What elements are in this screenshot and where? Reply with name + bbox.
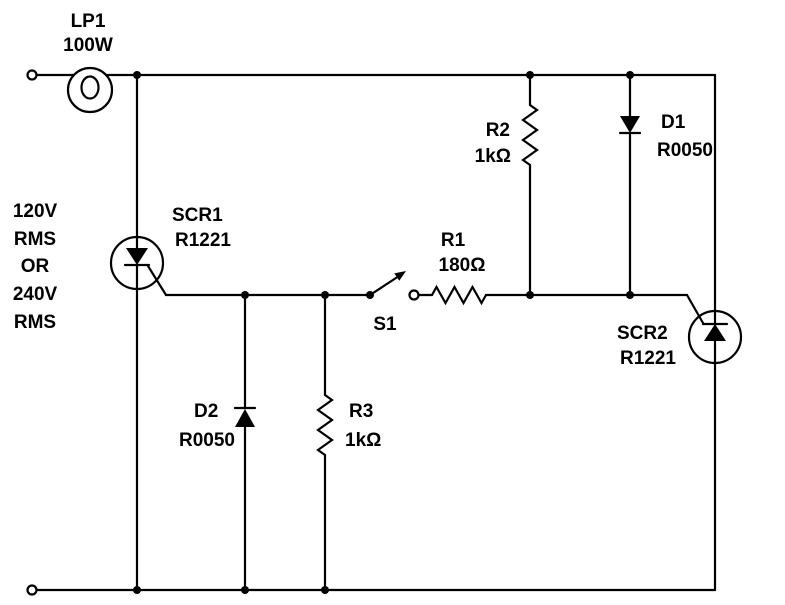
junction-dot xyxy=(366,291,374,299)
lamp-filament-loop xyxy=(80,75,100,100)
r3-value-label: 1kΩ xyxy=(345,430,381,451)
scr2-ref-label: SCR2 xyxy=(617,323,668,344)
junction-dot xyxy=(133,71,141,79)
d2-part-label: R0050 xyxy=(179,430,235,451)
switch-open-terminal xyxy=(408,289,420,301)
scr1-part-label: R1221 xyxy=(175,230,231,251)
d1-part-label: R0050 xyxy=(657,140,713,161)
d2-ref-label: D2 xyxy=(194,401,218,422)
lamp-lp1-symbol xyxy=(66,66,114,114)
lp1-value-label: 100W xyxy=(63,35,113,56)
junction-dot xyxy=(241,586,249,594)
scr1-triangle xyxy=(126,248,148,265)
scr1-ref-label: SCR1 xyxy=(172,205,223,226)
junction-dot xyxy=(241,291,249,299)
input-terminal-bottom xyxy=(26,584,38,596)
input-terminal-top xyxy=(26,69,38,81)
r3-ref-label: R3 xyxy=(349,401,373,422)
diode-d2-symbol xyxy=(233,406,257,427)
junction-dot xyxy=(626,71,634,79)
switch-blade-arrowhead xyxy=(394,271,406,281)
diode-d1-symbol xyxy=(618,116,642,135)
supply-label-line4: 240V xyxy=(13,284,58,305)
scr2-part-label: R1221 xyxy=(620,348,676,369)
supply-label-line2: RMS xyxy=(14,229,56,250)
r2-value-label: 1kΩ xyxy=(475,146,511,167)
resistor-r2-symbol xyxy=(521,103,539,167)
junction-dot xyxy=(626,291,634,299)
junction-dot xyxy=(133,586,141,594)
resistor-r1-symbol xyxy=(430,284,488,306)
junction-dot xyxy=(321,586,329,594)
supply-label-line5: RMS xyxy=(14,312,56,333)
d2-triangle xyxy=(235,409,255,427)
supply-label-line1: 120V xyxy=(13,201,58,222)
lp1-ref-label: LP1 xyxy=(71,11,106,32)
junction-dot xyxy=(321,291,329,299)
wires xyxy=(35,73,717,592)
junction-dots xyxy=(133,71,634,594)
resistor-r3-symbol xyxy=(316,393,334,457)
supply-label-line3: OR xyxy=(21,256,50,277)
r1-value-label: 180Ω xyxy=(439,255,486,276)
junction-dot xyxy=(526,71,534,79)
d1-ref-label: D1 xyxy=(661,112,686,133)
r2-ref-label: R2 xyxy=(486,120,510,141)
lamp-envelope xyxy=(66,66,114,114)
scr1-symbol xyxy=(109,235,168,297)
junction-dot xyxy=(526,291,534,299)
scr2-triangle xyxy=(704,324,726,341)
scr2-gate-wire xyxy=(685,293,705,325)
switch-s1-symbol xyxy=(368,271,420,301)
scr1-gate-wire xyxy=(146,264,168,297)
s1-ref-label: S1 xyxy=(373,314,397,335)
r1-ref-label: R1 xyxy=(441,230,466,251)
d1-triangle xyxy=(620,116,640,133)
switch-blade xyxy=(368,274,401,297)
scr2-symbol xyxy=(687,309,743,365)
